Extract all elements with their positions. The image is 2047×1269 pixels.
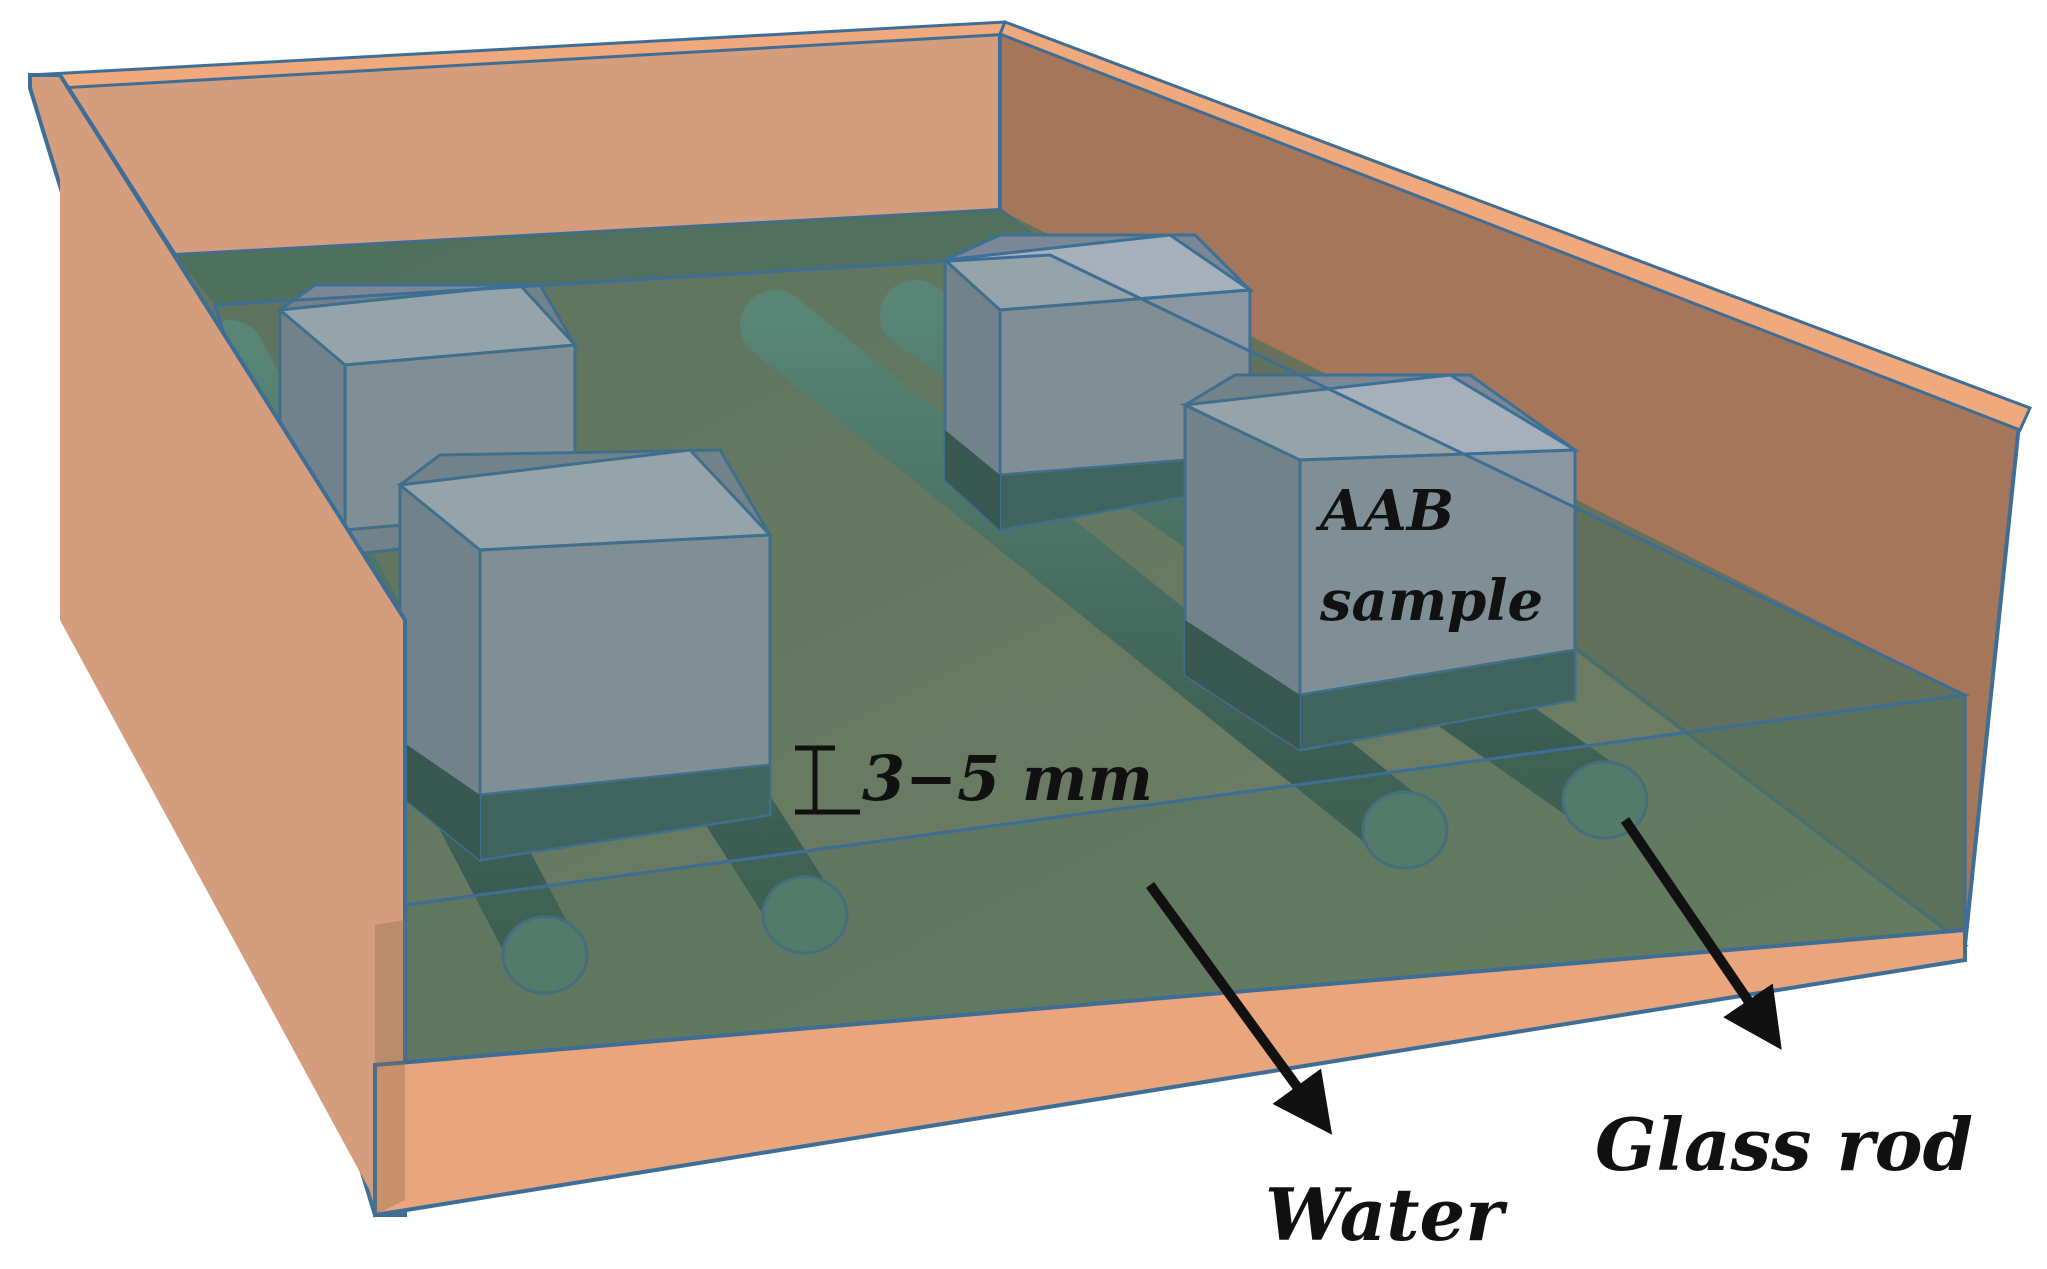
water-back-band bbox=[175, 210, 1050, 305]
container-front-strip-shadow bbox=[375, 920, 405, 1215]
sample-cube-front-left bbox=[396, 448, 774, 862]
sample-label-line2: sample bbox=[1319, 568, 1543, 634]
sample-label-line1: AAB bbox=[1315, 478, 1454, 544]
gap-marker bbox=[795, 745, 860, 815]
water-arrow bbox=[1145, 882, 1333, 1135]
water-label: Water bbox=[1265, 1172, 1508, 1257]
glass-rod-label: Glass rod bbox=[1595, 1102, 1973, 1187]
gap-label: 3−5 mm bbox=[862, 742, 1153, 815]
container-left-wall-face bbox=[60, 88, 375, 1200]
sample-cube-front-right bbox=[1179, 373, 1581, 752]
container-right-rim bbox=[998, 20, 2033, 432]
glass-rod-arrow bbox=[1620, 817, 1782, 1050]
container-front-strip bbox=[373, 927, 1967, 1218]
